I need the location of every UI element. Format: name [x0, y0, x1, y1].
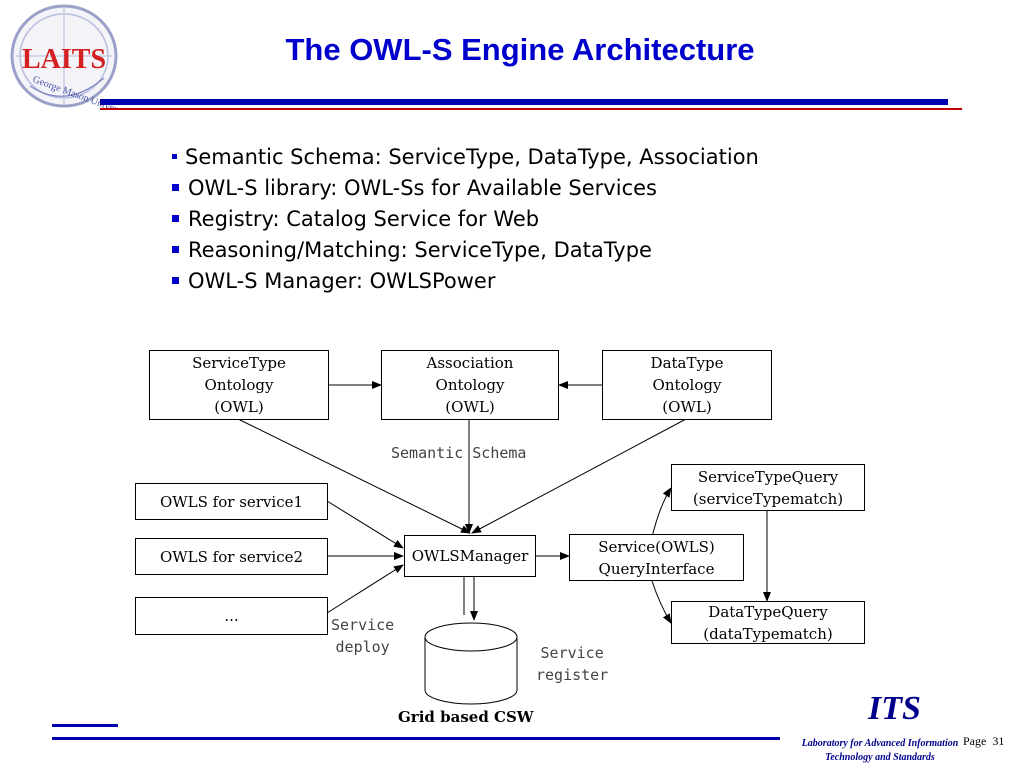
footer-brand-logo: ITS: [868, 690, 921, 727]
box-text: Ontology: [652, 376, 722, 394]
servicetype-ontology-box: ServiceType Ontology (OWL): [149, 350, 329, 420]
arrow-datatype-to-manager: [471, 418, 687, 534]
owls-more-box: ...: [135, 597, 328, 635]
box-text: OWLS for service1: [159, 492, 304, 511]
bullet-text: OWL-S library: OWL-Ss for Available Serv…: [188, 176, 657, 200]
arrow-query-to-servicetype-query: [651, 487, 672, 538]
arrow-service1-to-manager: [326, 500, 404, 549]
footer-rule-long: [52, 737, 780, 740]
label-line: register: [536, 666, 609, 684]
square-bullet-icon: [172, 183, 179, 191]
box-text: ServiceTypeQuery: [697, 467, 839, 486]
box-text: ...: [224, 607, 239, 625]
label-line: deploy: [335, 638, 390, 656]
box-text: Service(OWLS): [598, 537, 715, 556]
slide-title: The OWL-S Engine Architecture: [285, 32, 755, 67]
title-rule-red: [100, 108, 962, 110]
box-text: DataTypeQuery: [708, 602, 828, 621]
square-bullet-icon: [172, 245, 179, 253]
service-query-interface-box: Service(OWLS) QueryInterface: [569, 534, 744, 581]
footer-lab-name: Laboratory for Advanced Information Tech…: [780, 737, 980, 765]
bullet-item: OWL-S library: OWL-Ss for Available Serv…: [172, 173, 759, 204]
arrow-servicetype-to-manager: [237, 418, 471, 534]
bullet-item: Semantic Schema: ServiceType, DataType, …: [172, 142, 759, 173]
bullet-text: Reasoning/Matching: ServiceType, DataTyp…: [188, 238, 652, 262]
box-text: OWLS for service2: [159, 547, 304, 566]
box-text: Association: [426, 354, 514, 372]
logo-text: LAITS: [22, 44, 106, 75]
bullet-text: Registry: Catalog Service for Web: [188, 207, 540, 231]
bullet-text: Semantic Schema: ServiceType, DataType, …: [185, 145, 759, 169]
box-text: QueryInterface: [598, 559, 715, 578]
grid-csw-label: Grid based CSW: [398, 708, 534, 726]
database-cylinder-icon: [424, 622, 518, 705]
box-text: DataType: [650, 354, 724, 372]
bullet-list: Semantic Schema: ServiceType, DataType, …: [172, 142, 759, 297]
label-line: Service: [331, 616, 395, 634]
servicetype-query-box: ServiceTypeQuery (serviceTypematch): [671, 464, 865, 511]
association-ontology-box: Association Ontology (OWL): [381, 350, 559, 420]
bullet-item: OWL-S Manager: OWLSPower: [172, 266, 759, 297]
square-bullet-icon: [172, 276, 179, 284]
lab-name-line: Technology and Standards: [825, 752, 935, 763]
label-line: Service: [540, 644, 604, 662]
semantic-schema-label: Semantic Schema: [391, 444, 527, 462]
box-text: (OWL): [445, 398, 495, 416]
page-label: Page: [963, 734, 987, 748]
box-text: OWLSManager: [411, 547, 529, 565]
square-bullet-icon: [172, 153, 177, 159]
box-text: Ontology: [204, 376, 274, 394]
footer-rule-short: [52, 724, 118, 727]
service-register-label: Service register: [536, 642, 608, 686]
title-rule-blue: [100, 99, 948, 105]
box-text: (OWL): [662, 398, 712, 416]
owls-service1-box: OWLS for service1: [135, 483, 328, 520]
box-text: (dataTypematch): [703, 624, 833, 643]
arrow-query-to-datatype-query: [651, 580, 672, 624]
datatype-ontology-box: DataType Ontology (OWL): [602, 350, 772, 420]
square-bullet-icon: [172, 214, 179, 222]
box-text: ServiceType: [192, 354, 286, 372]
owls-manager-box: OWLSManager: [404, 535, 536, 577]
bullet-item: Reasoning/Matching: ServiceType, DataTyp…: [172, 235, 759, 266]
service-deploy-label: Service deploy: [331, 614, 394, 658]
page-number: Page 31: [963, 734, 1004, 749]
box-text: (serviceTypematch): [692, 489, 844, 508]
owls-service2-box: OWLS for service2: [135, 538, 328, 575]
datatype-query-box: DataTypeQuery (dataTypematch): [671, 601, 865, 644]
box-text: (OWL): [214, 398, 264, 416]
lab-name-line: Laboratory for Advanced Information: [801, 738, 959, 749]
bullet-item: Registry: Catalog Service for Web: [172, 204, 759, 235]
bullet-text: OWL-S Manager: OWLSPower: [188, 269, 496, 293]
page-value: 31: [992, 734, 1005, 748]
arrow-more-to-manager: [326, 564, 404, 614]
box-text: Ontology: [435, 376, 505, 394]
